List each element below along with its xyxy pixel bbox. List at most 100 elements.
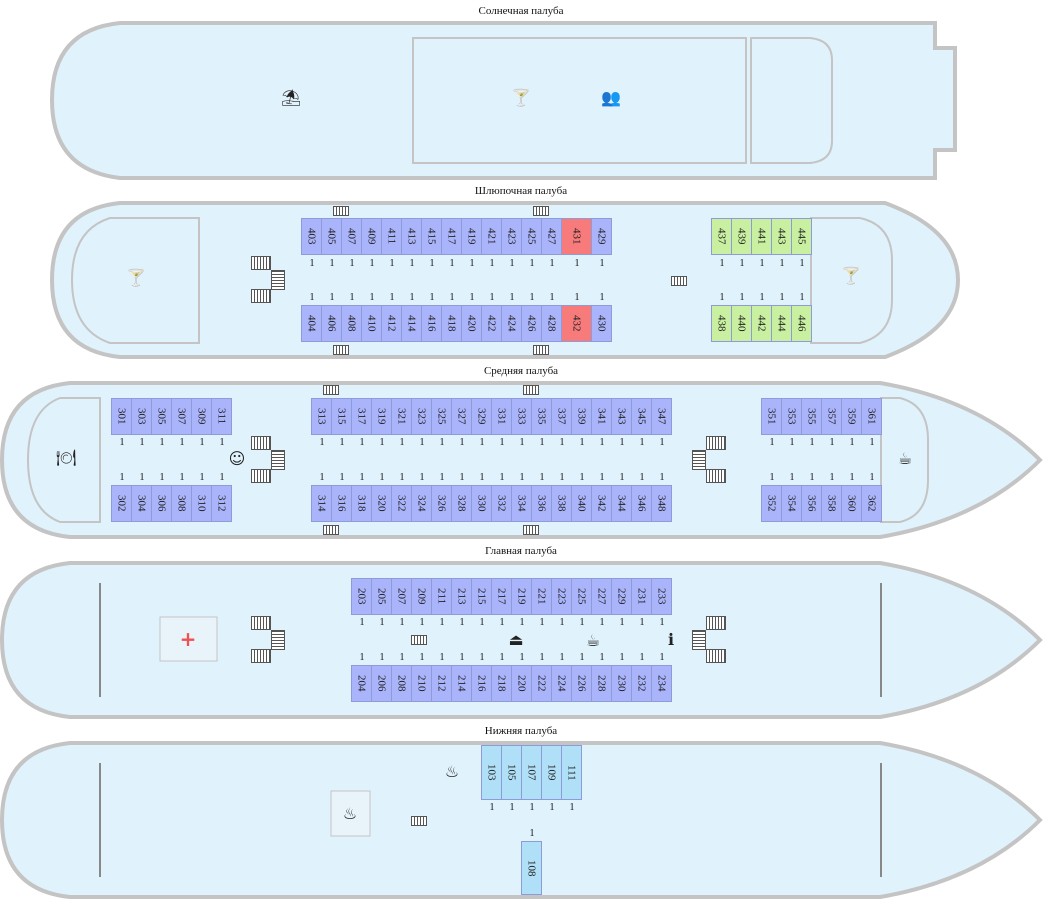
cabin-321[interactable]: 321 [391,398,412,435]
cabin-307[interactable]: 307 [171,398,192,435]
cabin-424[interactable]: 424 [501,305,522,342]
cabin-429[interactable]: 429 [591,218,612,255]
cabin-347[interactable]: 347 [651,398,672,435]
cabin-105[interactable]: 105 [501,745,522,800]
cabin-212[interactable]: 212 [431,665,452,702]
cabin-431[interactable]: 431 [561,218,592,255]
cabin-357[interactable]: 357 [821,398,842,435]
cabin-218[interactable]: 218 [491,665,512,702]
cabin-228[interactable]: 228 [591,665,612,702]
cabin-204[interactable]: 204 [351,665,372,702]
cabin-351[interactable]: 351 [761,398,782,435]
cabin-403[interactable]: 403 [301,218,322,255]
cabin-420[interactable]: 420 [461,305,482,342]
cabin-225[interactable]: 225 [571,578,592,615]
cabin-340[interactable]: 340 [571,485,592,522]
cabin-206[interactable]: 206 [371,665,392,702]
cabin-336[interactable]: 336 [531,485,552,522]
cabin-348[interactable]: 348 [651,485,672,522]
cabin-205[interactable]: 205 [371,578,392,615]
cabin-413[interactable]: 413 [401,218,422,255]
cabin-442[interactable]: 442 [751,305,772,342]
cabin-346[interactable]: 346 [631,485,652,522]
cabin-432[interactable]: 432 [561,305,592,342]
cabin-355[interactable]: 355 [801,398,822,435]
cabin-337[interactable]: 337 [551,398,572,435]
cabin-437[interactable]: 437 [711,218,732,255]
cabin-305[interactable]: 305 [151,398,172,435]
cabin-352[interactable]: 352 [761,485,782,522]
cabin-320[interactable]: 320 [371,485,392,522]
cabin-215[interactable]: 215 [471,578,492,615]
cabin-227[interactable]: 227 [591,578,612,615]
cabin-356[interactable]: 356 [801,485,822,522]
cabin-427[interactable]: 427 [541,218,562,255]
cabin-332[interactable]: 332 [491,485,512,522]
cabin-107[interactable]: 107 [521,745,542,800]
cabin-232[interactable]: 232 [631,665,652,702]
cabin-203[interactable]: 203 [351,578,372,615]
cabin-406[interactable]: 406 [321,305,342,342]
cabin-324[interactable]: 324 [411,485,432,522]
cabin-444[interactable]: 444 [771,305,792,342]
cabin-323[interactable]: 323 [411,398,432,435]
cabin-318[interactable]: 318 [351,485,372,522]
cabin-211[interactable]: 211 [431,578,452,615]
cabin-312[interactable]: 312 [211,485,232,522]
cabin-327[interactable]: 327 [451,398,472,435]
cabin-217[interactable]: 217 [491,578,512,615]
cabin-219[interactable]: 219 [511,578,532,615]
cabin-412[interactable]: 412 [381,305,402,342]
cabin-213[interactable]: 213 [451,578,472,615]
cabin-335[interactable]: 335 [531,398,552,435]
cabin-415[interactable]: 415 [421,218,442,255]
cabin-417[interactable]: 417 [441,218,462,255]
cabin-221[interactable]: 221 [531,578,552,615]
cabin-421[interactable]: 421 [481,218,502,255]
cabin-425[interactable]: 425 [521,218,542,255]
cabin-331[interactable]: 331 [491,398,512,435]
cabin-408[interactable]: 408 [341,305,362,342]
cabin-309[interactable]: 309 [191,398,212,435]
cabin-409[interactable]: 409 [361,218,382,255]
cabin-330[interactable]: 330 [471,485,492,522]
cabin-326[interactable]: 326 [431,485,452,522]
cabin-360[interactable]: 360 [841,485,862,522]
cabin-216[interactable]: 216 [471,665,492,702]
cabin-306[interactable]: 306 [151,485,172,522]
cabin-301[interactable]: 301 [111,398,132,435]
cabin-414[interactable]: 414 [401,305,422,342]
cabin-322[interactable]: 322 [391,485,412,522]
cabin-361[interactable]: 361 [861,398,882,435]
cabin-319[interactable]: 319 [371,398,392,435]
cabin-329[interactable]: 329 [471,398,492,435]
cabin-342[interactable]: 342 [591,485,612,522]
cabin-302[interactable]: 302 [111,485,132,522]
cabin-209[interactable]: 209 [411,578,432,615]
cabin-233[interactable]: 233 [651,578,672,615]
cabin-430[interactable]: 430 [591,305,612,342]
cabin-407[interactable]: 407 [341,218,362,255]
cabin-303[interactable]: 303 [131,398,152,435]
cabin-315[interactable]: 315 [331,398,352,435]
cabin-103[interactable]: 103 [481,745,502,800]
cabin-358[interactable]: 358 [821,485,842,522]
cabin-224[interactable]: 224 [551,665,572,702]
cabin-418[interactable]: 418 [441,305,462,342]
cabin-304[interactable]: 304 [131,485,152,522]
cabin-207[interactable]: 207 [391,578,412,615]
cabin-338[interactable]: 338 [551,485,572,522]
cabin-226[interactable]: 226 [571,665,592,702]
cabin-362[interactable]: 362 [861,485,882,522]
cabin-229[interactable]: 229 [611,578,632,615]
cabin-410[interactable]: 410 [361,305,382,342]
cabin-428[interactable]: 428 [541,305,562,342]
cabin-445[interactable]: 445 [791,218,812,255]
cabin-222[interactable]: 222 [531,665,552,702]
cabin-405[interactable]: 405 [321,218,342,255]
cabin-353[interactable]: 353 [781,398,802,435]
cabin-311[interactable]: 311 [211,398,232,435]
cabin-314[interactable]: 314 [311,485,332,522]
cabin-443[interactable]: 443 [771,218,792,255]
cabin-310[interactable]: 310 [191,485,212,522]
